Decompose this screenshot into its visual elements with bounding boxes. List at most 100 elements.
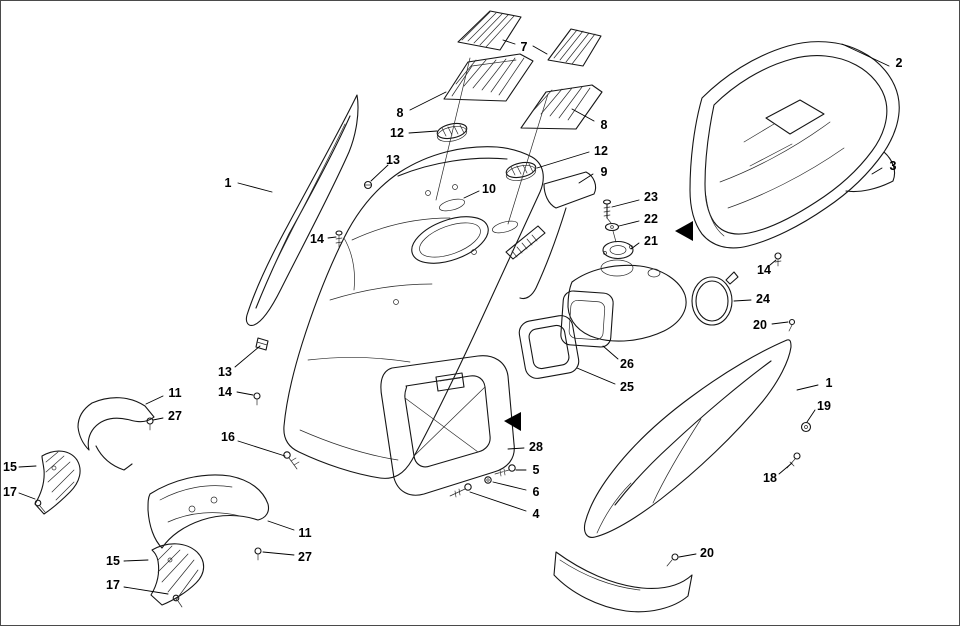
callout-11-lower: 11: [298, 526, 311, 540]
leader-24: [733, 299, 752, 302]
callout-13-lower: 13: [218, 365, 232, 379]
part-trim-left-upper: [34, 397, 155, 515]
clip: [255, 337, 269, 351]
part-grille-upper: [457, 10, 602, 67]
screw-head: [602, 199, 612, 205]
screw-shaft: [774, 258, 782, 267]
screw-shaft: [335, 234, 343, 248]
screw-shaft: [449, 488, 466, 498]
airbox-knob: [647, 268, 661, 278]
outline: [689, 41, 900, 249]
cavity-line: [743, 123, 793, 167]
latch-line: [439, 377, 461, 382]
rivet-head: [363, 180, 373, 190]
part-hood: [283, 146, 546, 479]
callout-2: 2: [896, 56, 903, 70]
shield-hatch: [157, 545, 199, 601]
mount-hole: [167, 557, 173, 563]
callout-27-lower: 27: [298, 550, 312, 564]
callout-17-lower: 17: [106, 578, 120, 592]
screw-head: [34, 499, 42, 507]
boot-outer: [518, 315, 580, 379]
leader-9: [578, 173, 594, 184]
callout-20-bottom: 20: [700, 546, 714, 560]
callout-27-upper: 27: [168, 409, 182, 423]
callout-11-upper: 11: [168, 386, 181, 400]
callout-5: 5: [533, 463, 540, 477]
console-outline: [147, 474, 270, 549]
leader-25: [576, 367, 616, 385]
crease-line: [329, 283, 433, 301]
leader-17-lower: [123, 586, 169, 595]
leader-20-top: [771, 321, 789, 325]
pocket: [765, 99, 825, 135]
leader-27-lower: [262, 551, 295, 556]
callout-6: 6: [533, 485, 540, 499]
callout-22: 22: [644, 212, 658, 226]
callout-3: 3: [890, 159, 897, 173]
callout-13-upper: 13: [386, 153, 400, 167]
screw-shaft: [788, 324, 793, 332]
callout-7: 7: [521, 40, 528, 54]
washer-hole: [610, 225, 614, 229]
leader-16: [237, 440, 286, 457]
foam-edge: [436, 126, 468, 142]
clip-line: [256, 341, 268, 346]
flange-edge: [845, 151, 896, 193]
bracket-leg: [95, 445, 133, 471]
outline: [520, 84, 603, 130]
leader-20-bottom: [678, 553, 697, 558]
callout-14-right: 14: [757, 263, 771, 277]
clamp-outer: [691, 276, 733, 326]
screw-head: [508, 464, 516, 472]
grille-a-hatch: [461, 11, 515, 48]
callout-25: 25: [620, 380, 634, 394]
leader-4: [469, 491, 527, 512]
part-rear-tray: [689, 41, 900, 249]
mount-hole: [471, 249, 477, 255]
vent-slot: [439, 198, 465, 212]
outline: [583, 339, 792, 538]
grommet: [800, 421, 812, 433]
leader-1-right: [796, 384, 819, 391]
leader-8-right: [571, 108, 595, 122]
grommet-hole: [804, 425, 808, 429]
callout-24: 24: [756, 292, 770, 306]
crease-line: [351, 217, 451, 241]
outline: [553, 551, 693, 613]
clamp-screw-tab: [725, 271, 739, 285]
callout-10: 10: [482, 182, 496, 196]
leader-13-upper: [370, 164, 389, 182]
screw-shaft: [494, 468, 510, 477]
screw-head: [671, 553, 679, 561]
leader-13-lower: [234, 345, 261, 368]
screw-head: [253, 392, 261, 400]
hatch: [455, 57, 525, 96]
screw-head: [172, 594, 180, 602]
mount-hole: [210, 496, 218, 504]
wall-line: [705, 195, 725, 237]
callout-18: 18: [763, 471, 777, 485]
screw-shaft: [666, 559, 673, 567]
screw-head: [774, 252, 782, 260]
outline: [283, 146, 544, 479]
leader-7: [502, 39, 548, 55]
callout-1-left: 1: [225, 176, 232, 190]
callout-23: 23: [644, 190, 658, 204]
alignment-line: [606, 217, 617, 243]
screw-head: [335, 230, 343, 236]
callout-12-left: 12: [390, 126, 404, 140]
callout-28: 28: [529, 440, 543, 454]
contour-line: [652, 418, 702, 504]
mount-hole: [425, 190, 431, 196]
part-access-panel: [380, 355, 515, 496]
leader-3: [871, 167, 883, 175]
screw-head: [793, 452, 801, 460]
contour-line: [614, 360, 772, 506]
airbox-mouth-inner: [568, 299, 606, 341]
vent-slot: [492, 220, 518, 234]
inner-line: [559, 559, 641, 591]
airbox-mouth: [560, 290, 614, 348]
leader-lines: [18, 39, 890, 595]
leader-28: [507, 447, 525, 450]
